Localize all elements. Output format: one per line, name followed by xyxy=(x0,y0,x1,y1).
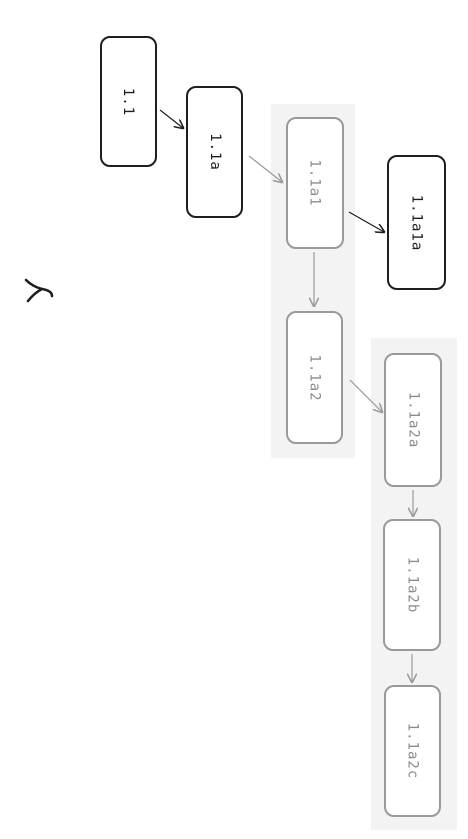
node-label: 1.1a1 xyxy=(307,159,323,207)
node-label: 1.1a2c xyxy=(404,722,421,780)
node-1-1a2[interactable]: 1.1a2 xyxy=(286,311,343,444)
node-label: 1.1a xyxy=(206,133,223,171)
node-label: 1.1a2 xyxy=(306,353,323,402)
node-1-1a1a[interactable]: 1.1a1a xyxy=(387,155,446,290)
node-label: 1.1a1a xyxy=(408,194,425,251)
node-1-1[interactable]: 1.1 xyxy=(100,36,157,167)
node-1-1a[interactable]: 1.1a xyxy=(186,86,243,218)
node-label: 1.1a2a xyxy=(405,391,422,449)
node-1-1a2a[interactable]: 1.1a2a xyxy=(384,353,442,487)
node-1-1a2b[interactable]: 1.1a2b xyxy=(383,519,441,651)
node-label: 1.1 xyxy=(120,87,137,116)
edge-n1-n2 xyxy=(159,109,183,128)
node-1-1a1[interactable]: 1.1a1 xyxy=(286,117,344,249)
decorative-mark xyxy=(24,278,54,303)
node-1-1a2c[interactable]: 1.1a2c xyxy=(384,685,441,817)
node-label: 1.1a2b xyxy=(404,556,421,614)
